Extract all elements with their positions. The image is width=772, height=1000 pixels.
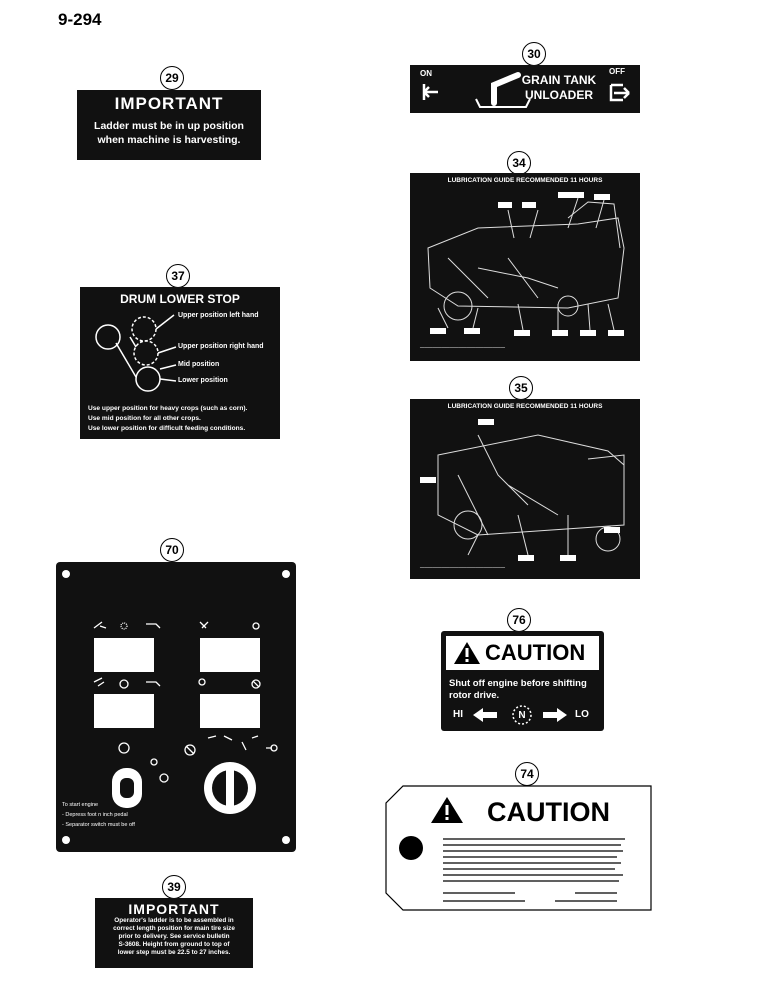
callout-29: 29 <box>160 66 184 90</box>
decal-37-pos2: Upper position right hand <box>178 343 264 350</box>
instrument-panel-graphics <box>62 570 290 844</box>
panel-note-3: - Separator switch must be off <box>62 822 135 828</box>
callout-30: 30 <box>522 42 546 66</box>
callout-35: 35 <box>509 376 533 400</box>
decal-76-line1: Shut off engine before shifting <box>449 678 587 689</box>
off-arrow-icon <box>609 83 630 102</box>
decal-37-title: DRUM LOWER STOP <box>120 292 240 306</box>
drum-position-diagram <box>95 314 177 392</box>
panel-note-2: - Depress foot n inch pedal <box>62 812 128 818</box>
decal-29-line2: when machine is harvesting. <box>97 134 241 147</box>
decal-30-line2: UNLOADER <box>525 88 593 102</box>
decal-grain-tank-unloader: ON GRAIN TANK UNLOADER OFF <box>410 65 640 113</box>
page-number: 9-294 <box>58 10 102 29</box>
decal-39-title: IMPORTANT <box>128 901 220 917</box>
decal-39-line5: lower step must be 22.5 to 27 inches. <box>117 949 231 956</box>
decal-37-pos1: Upper position left hand <box>178 312 259 319</box>
decal-37-pos3: Mid position <box>178 361 220 368</box>
decal-76-title: CAUTION <box>485 640 586 665</box>
decal-37-note3: Use lower position for difficult feeding… <box>88 425 246 432</box>
panel-note-1: To start engine <box>62 802 99 808</box>
decal-37-pos4: Lower position <box>178 377 228 384</box>
decal-34-footer: ──────────────────── <box>420 345 506 351</box>
decal-39-line4: S-3608. Height from ground to top of <box>118 941 230 948</box>
decal-lubrication-guide-1: LUBRICATION GUIDE RECOMMENDED 11 HOURS ─… <box>410 173 640 361</box>
instrument-panel-decal: To start engine - Depress foot n inch pe… <box>56 562 296 852</box>
decal-lubrication-guide-2: LUBRICATION GUIDE RECOMMENDED 11 HOURS ─… <box>410 399 640 579</box>
combine-lubrication-diagram-2 <box>420 419 625 561</box>
decal-29-title: IMPORTANT <box>114 94 224 113</box>
decal-39-line2: correct length position for main tire si… <box>113 925 235 932</box>
decal-37-note1: Use upper position for heavy crops (such… <box>88 405 248 412</box>
decal-important-operator-ladder: IMPORTANT Operator's ladder is to be ass… <box>95 898 253 968</box>
decal-39-line3: prior to delivery. See service bulletin <box>118 933 230 940</box>
caution-tag <box>385 785 652 911</box>
decal-76-n: N <box>518 710 526 721</box>
callout-39: 39 <box>162 875 186 899</box>
decal-30-off: OFF <box>609 67 625 76</box>
callout-74: 74 <box>515 762 539 786</box>
callout-34: 34 <box>507 151 531 175</box>
decal-caution-rotor-drive: CAUTION Shut off engine before shifting … <box>441 631 604 731</box>
callout-76: 76 <box>507 608 531 632</box>
unloader-auger-icon <box>475 72 531 108</box>
combine-lubrication-diagram <box>427 192 625 336</box>
decal-39-line1: Operator's ladder is to be assembled in <box>114 917 234 924</box>
callout-37: 37 <box>166 264 190 288</box>
on-arrow-icon <box>422 84 438 100</box>
callout-70: 70 <box>160 538 184 562</box>
decal-30-line1: GRAIN TANK <box>521 73 597 87</box>
decal-37-note2: Use mid position for all other crops. <box>88 415 201 422</box>
shift-arrows-icon <box>473 705 567 725</box>
decal-74-title: CAUTION <box>487 797 610 827</box>
decal-35-footer: ──────────────────── <box>420 565 506 571</box>
decal-76-line2: rotor drive. <box>449 690 500 701</box>
decal-drum-lower-stop: DRUM LOWER STOP Upper position left hand… <box>80 287 280 439</box>
warning-triangle-icon <box>454 642 480 664</box>
decal-34-title: LUBRICATION GUIDE RECOMMENDED 11 HOURS <box>447 177 603 184</box>
decal-76-hi: HI <box>453 709 463 720</box>
decal-35-title: LUBRICATION GUIDE RECOMMENDED 11 HOURS <box>447 403 603 410</box>
decal-29-line1: Ladder must be in up position <box>94 120 244 132</box>
decal-76-lo: LO <box>575 709 589 720</box>
decal-important-ladder: IMPORTANT Ladder must be in up position … <box>77 90 261 160</box>
decal-30-on: ON <box>420 69 432 78</box>
